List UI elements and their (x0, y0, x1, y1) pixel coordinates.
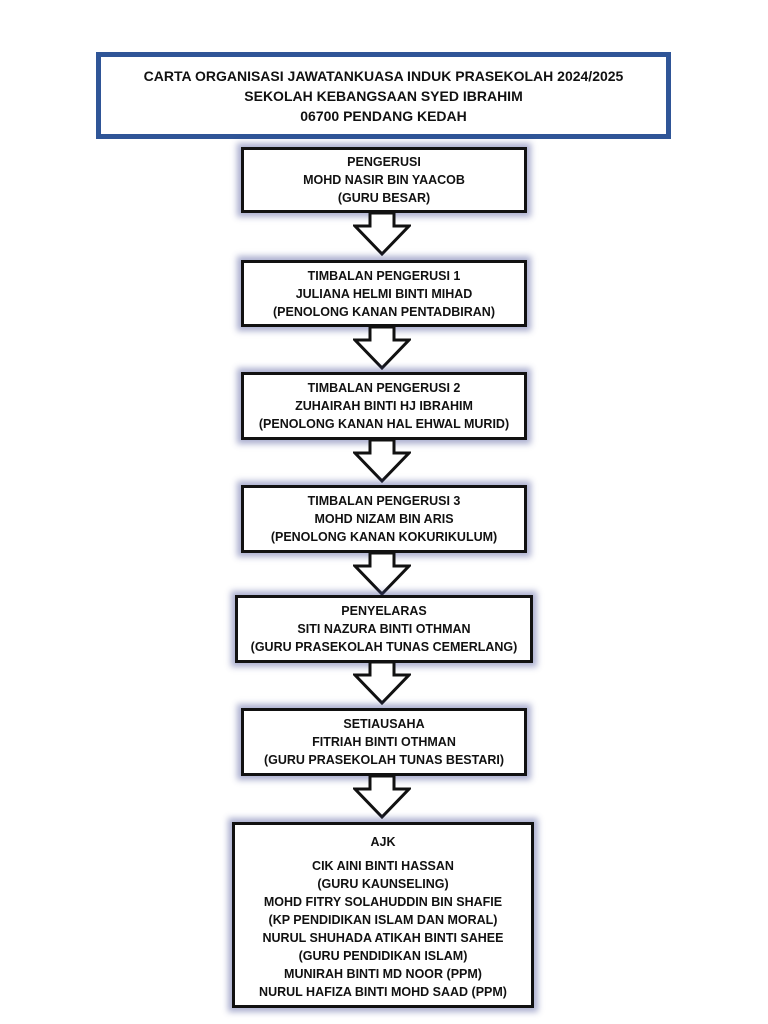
node-ajk: AJK CIK AINI BINTI HASSAN (GURU KAUNSELI… (232, 822, 534, 1008)
arrow-down-icon (353, 775, 411, 819)
node-name: FITRIAH BINTI OTHMAN (312, 735, 456, 749)
school-address: 06700 PENDANG KEDAH (300, 107, 467, 124)
node-role: PENYELARAS (341, 604, 427, 618)
arrow-down-icon (353, 552, 411, 596)
node-name: ZUHAIRAH BINTI HJ IBRAHIM (295, 399, 473, 413)
school-name: SEKOLAH KEBANGSAAN SYED IBRAHIM (244, 87, 523, 104)
node-penyelaras: PENYELARAS SITI NAZURA BINTI OTHMAN (GUR… (235, 595, 533, 663)
node-role: PENGERUSI (347, 155, 421, 169)
node-pengerusi: PENGERUSI MOHD NASIR BIN YAACOB (GURU BE… (241, 147, 527, 213)
ajk-member: (KP PENDIDIKAN ISLAM DAN MORAL) (268, 913, 498, 927)
arrow-down-icon (353, 661, 411, 705)
arrow-down-icon (353, 212, 411, 256)
node-position: (PENOLONG KANAN PENTADBIRAN) (273, 304, 495, 319)
node-position: (GURU BESAR) (337, 191, 431, 205)
node-role: TIMBALAN PENGERUSI 1 (307, 268, 461, 283)
ajk-member: MUNIRAH BINTI MD NOOR (PPM) (284, 967, 482, 981)
arrow-down-icon (353, 439, 411, 483)
arrow-down-icon (353, 326, 411, 370)
node-role: SETIAUSAHA (343, 717, 425, 731)
node-position: (GURU PRASEKOLAH TUNAS CEMERLANG) (250, 640, 518, 654)
chart-title-box: CARTA ORGANISASI JAWATANKUASA INDUK PRAS… (96, 52, 671, 139)
node-name: MOHD NIZAM BIN ARIS (314, 512, 454, 526)
ajk-member: NURUL SHUHADA ATIKAH BINTI SAHEE (262, 931, 504, 945)
node-setiausaha: SETIAUSAHA FITRIAH BINTI OTHMAN (GURU PR… (241, 708, 527, 776)
ajk-member: MOHD FITRY SOLAHUDDIN BIN SHAFIE (263, 895, 503, 909)
node-name: MOHD NASIR BIN YAACOB (303, 173, 465, 187)
node-position: (GURU PRASEKOLAH TUNAS BESTARI) (263, 753, 505, 767)
node-name: JULIANA HELMI BINTI MIHAD (295, 286, 473, 301)
node-timbalan-pengerusi-3: TIMBALAN PENGERUSI 3 MOHD NIZAM BIN ARIS… (241, 485, 527, 553)
ajk-member: (GURU KAUNSELING) (317, 877, 449, 891)
node-role: TIMBALAN PENGERUSI 3 (307, 494, 461, 508)
ajk-member: NURUL HAFIZA BINTI MOHD SAAD (PPM) (259, 985, 507, 999)
ajk-member: CIK AINI BINTI HASSAN (312, 859, 454, 873)
node-timbalan-pengerusi-2: TIMBALAN PENGERUSI 2 ZUHAIRAH BINTI HJ I… (241, 372, 527, 440)
node-position: (PENOLONG KANAN HAL EHWAL MURID) (258, 417, 510, 431)
ajk-title: AJK (370, 835, 396, 849)
ajk-member: (GURU PENDIDIKAN ISLAM) (298, 949, 468, 963)
chart-title: CARTA ORGANISASI JAWATANKUASA INDUK PRAS… (143, 67, 624, 84)
node-role: TIMBALAN PENGERUSI 2 (307, 381, 461, 395)
node-timbalan-pengerusi-1: TIMBALAN PENGERUSI 1 JULIANA HELMI BINTI… (241, 260, 527, 327)
node-position: (PENOLONG KANAN KOKURIKULUM) (270, 530, 498, 544)
node-name: SITI NAZURA BINTI OTHMAN (297, 622, 471, 636)
